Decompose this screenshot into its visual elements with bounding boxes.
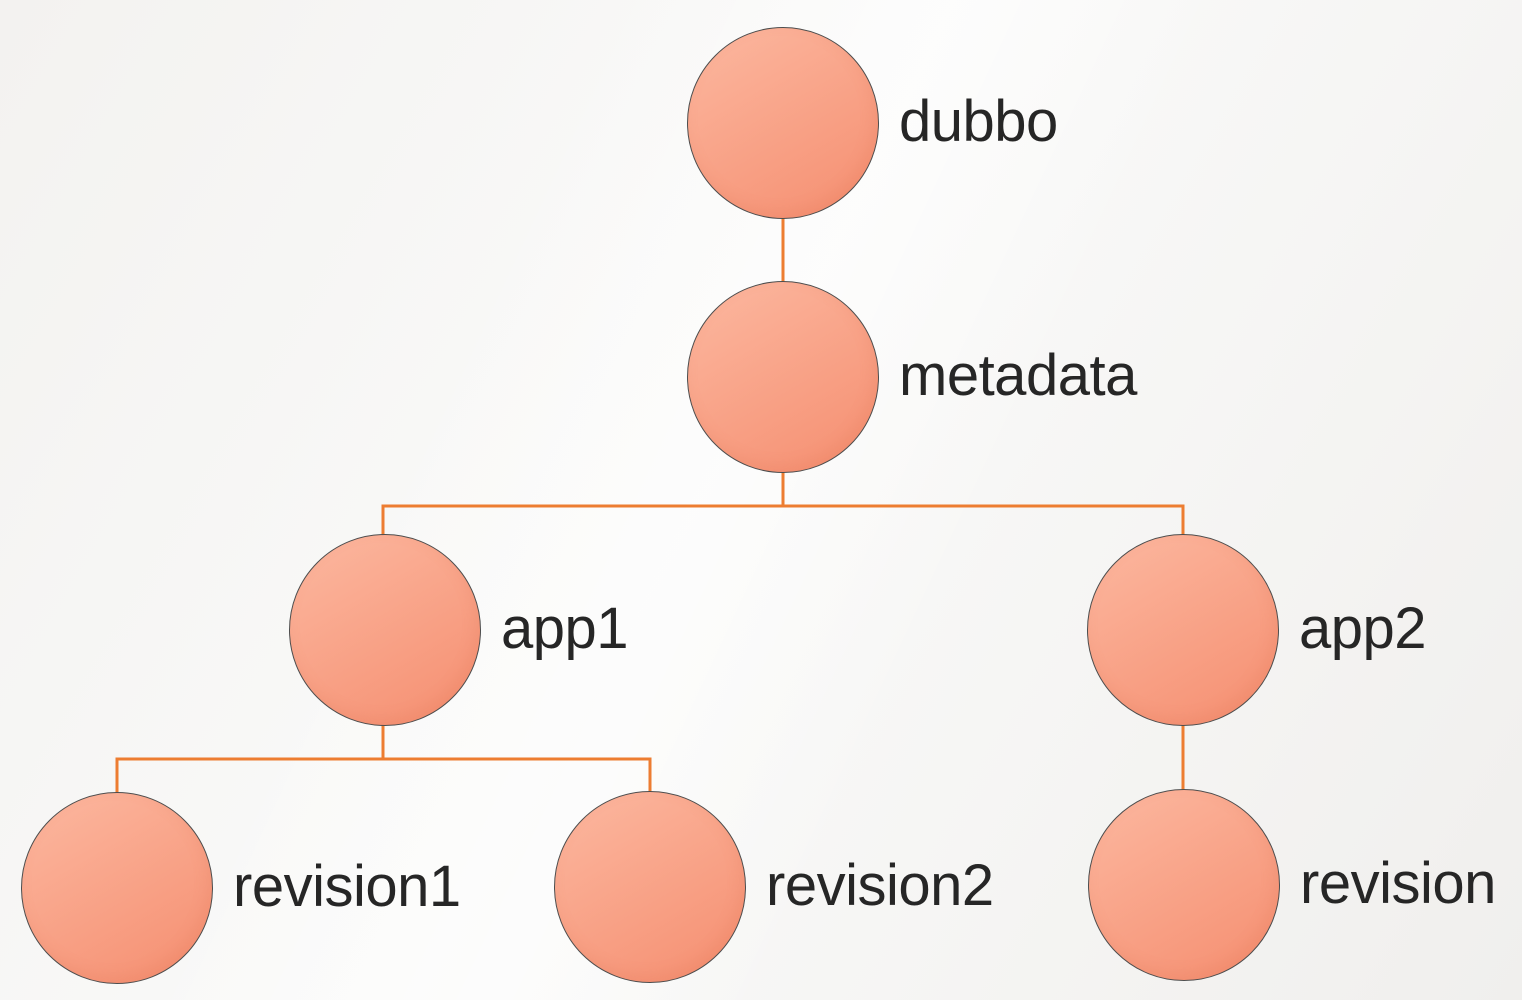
node-circle [289, 534, 481, 726]
node-circle [1087, 534, 1279, 726]
node-label: app1 [501, 595, 629, 661]
node-revision: revision [1088, 789, 1496, 981]
node-label: metadata [899, 342, 1137, 408]
node-label: revision [1300, 850, 1496, 916]
node-circle [554, 791, 746, 983]
node-revision1: revision1 [21, 792, 461, 984]
node-circle [21, 792, 213, 984]
node-circle [1088, 789, 1280, 981]
node-metadata: metadata [687, 281, 1137, 473]
node-label: revision2 [766, 852, 994, 918]
node-app2: app2 [1087, 534, 1427, 726]
node-app1: app1 [289, 534, 629, 726]
node-circle [687, 27, 879, 219]
node-dubbo: dubbo [687, 27, 1058, 219]
node-label: revision1 [233, 853, 461, 919]
node-revision2: revision2 [554, 791, 994, 983]
node-label: app2 [1299, 595, 1427, 661]
node-label: dubbo [899, 88, 1058, 154]
node-circle [687, 281, 879, 473]
